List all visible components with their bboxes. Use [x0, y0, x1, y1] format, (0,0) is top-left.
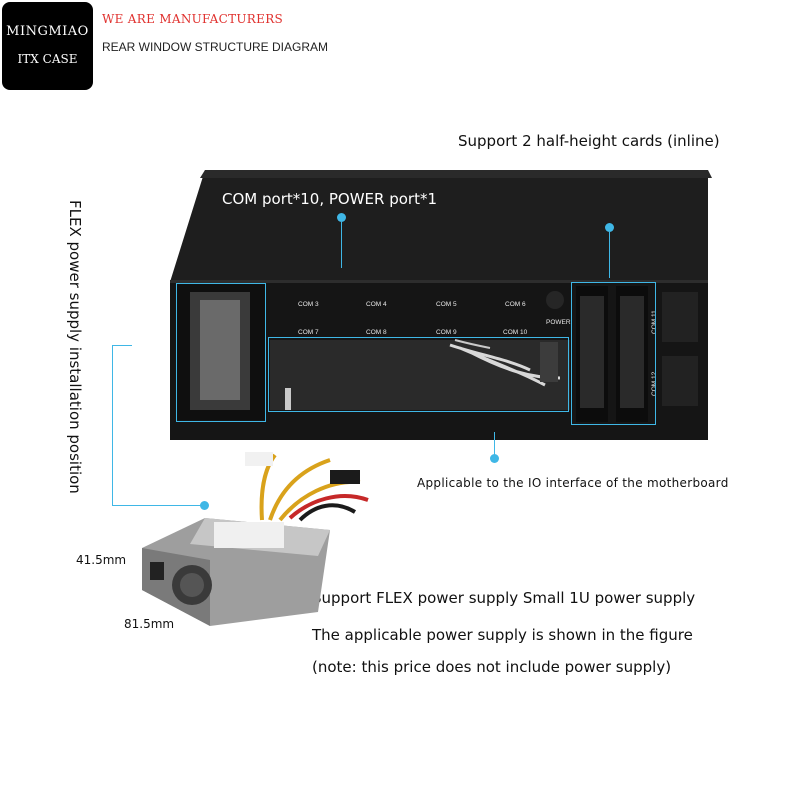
flex-support-note: Support FLEX power supply Small 1U power…	[312, 589, 696, 607]
flex-callout-line-bottom	[112, 505, 204, 506]
io-interface-note: Applicable to the IO interface of the mo…	[417, 476, 729, 490]
psu-bay-highlight	[176, 283, 266, 422]
price-note: (note: this price does not include power…	[312, 658, 672, 676]
applicable-psu-note: The applicable power supply is shown in …	[312, 626, 693, 644]
brand-subtitle: ITX CASE	[17, 52, 78, 66]
expansion-slots-highlight	[571, 282, 656, 425]
com-11-port	[662, 292, 698, 342]
com-7-label: COM 7	[298, 329, 319, 336]
com-6-label: COM 6	[505, 301, 526, 308]
com-12-port	[662, 356, 698, 406]
power-port-label: POWER	[546, 319, 571, 326]
psu-height-dimension: 41.5mm	[76, 553, 127, 567]
brand-name: MINGMIAO	[6, 24, 89, 39]
com-3-label: COM 3	[298, 301, 319, 308]
psu-width-dimension: 81.5mm	[124, 617, 175, 631]
com-power-note: COM port*10, POWER port*1	[222, 190, 438, 208]
com-10-label: COM 10	[503, 329, 528, 336]
case-top-panel	[170, 170, 708, 282]
com-11-label: COM 11	[651, 310, 658, 334]
com-8-label: COM 8	[366, 329, 387, 336]
flex-callout-line-top	[112, 345, 132, 346]
io-cutout-highlight	[268, 337, 569, 412]
brand-logo-box: MINGMIAO ITX CASE	[2, 2, 93, 90]
slots-callout-dot	[605, 223, 614, 232]
com-4-label: COM 4	[366, 301, 387, 308]
flex-callout-dot	[200, 501, 209, 510]
com-callout-line	[341, 222, 342, 268]
brand-tagline: WE ARE MANUFACTURERS	[102, 12, 284, 26]
io-cutout	[270, 340, 570, 410]
io-callout-dot	[490, 454, 499, 463]
diagram-title: REAR WINDOW STRUCTURE DIAGRAM	[102, 40, 328, 54]
half-height-cards-note: Support 2 half-height cards (inline)	[458, 132, 720, 150]
com-5-label: COM 5	[436, 301, 457, 308]
power-button-hole	[546, 291, 564, 309]
io-callout-line	[494, 432, 495, 456]
slots-callout-line	[609, 232, 610, 278]
psu-ac-inlet	[150, 562, 164, 580]
com-12-label: COM 12	[651, 371, 658, 396]
com-9-label: COM 9	[436, 329, 457, 336]
com-callout-dot	[337, 213, 346, 222]
flex-callout-line-vertical	[112, 345, 113, 505]
